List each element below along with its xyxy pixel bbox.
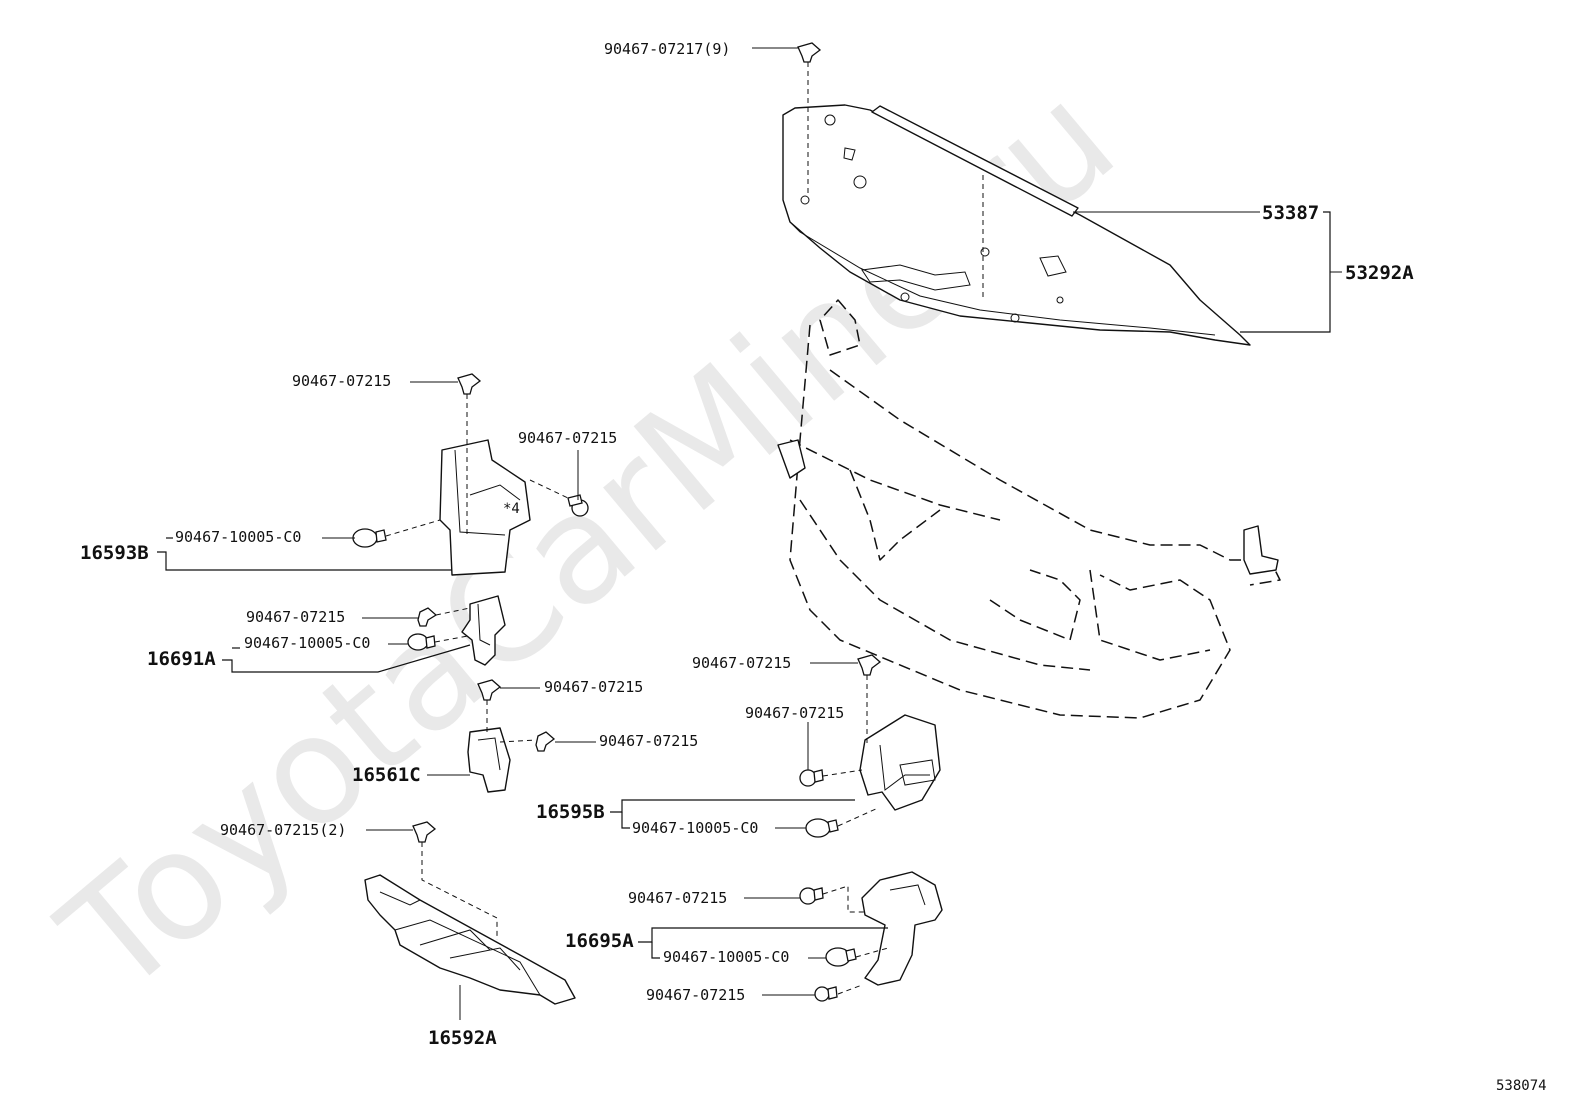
clip-icon — [814, 986, 838, 1002]
callout-90467-07215: 90467-07215 — [692, 654, 791, 672]
leader-lines — [157, 47, 1342, 1020]
clip-icon — [457, 373, 482, 395]
push-rivet-icon — [407, 633, 436, 651]
clip-icon — [417, 607, 438, 627]
callout-90467-10005-c0: 90467-10005-C0 — [175, 528, 301, 546]
air-guide-16561C — [467, 727, 511, 793]
callout-90467-07215: 90467-07215 — [544, 678, 643, 696]
lower-guide-16592A — [364, 874, 576, 1005]
callout-90467-07215-2: 90467-07215(2) — [220, 821, 346, 839]
callout-90467-07215: 90467-07215 — [246, 608, 345, 626]
callout-90467-07215: 90467-07215 — [745, 704, 844, 722]
push-rivet-icon — [352, 528, 387, 548]
clip-icon — [797, 42, 822, 63]
clip-icon — [799, 769, 824, 787]
group-label-53292a: 53292A — [1345, 262, 1414, 284]
push-rivet-icon — [805, 818, 839, 838]
clip-icon — [857, 654, 882, 676]
group-label-16593b: 16593B — [80, 542, 149, 564]
radiator-cover-panel — [782, 104, 1251, 346]
group-label-16561c: 16561C — [352, 764, 421, 786]
air-guide-16595B — [859, 714, 941, 811]
embossed-mark: *4 — [503, 501, 520, 517]
clip-icon — [412, 821, 437, 843]
group-label-16691a: 16691A — [147, 648, 216, 670]
group-label-16695a: 16695A — [565, 930, 634, 952]
clip-icon — [477, 679, 502, 701]
group-label-16592a: 16592A — [428, 1027, 497, 1049]
callout-90467-07215: 90467-07215 — [292, 372, 391, 390]
push-rivet-icon — [825, 947, 857, 967]
callout-90467-10005-c0: 90467-10005-C0 — [244, 634, 370, 652]
air-guide-16691A — [461, 595, 506, 666]
diagram-reference-number: 538074 — [1496, 1078, 1547, 1094]
clip-icon — [535, 731, 556, 752]
air-guide-16593B: *4 — [439, 439, 531, 576]
callout-90467-07217: 90467-07217(9) — [604, 40, 730, 58]
callout-90467-07215: 90467-07215 — [518, 429, 617, 447]
air-guide-16695A — [861, 871, 943, 986]
callout-90467-10005-c0: 90467-10005-C0 — [663, 948, 789, 966]
callout-90467-07215: 90467-07215 — [599, 732, 698, 750]
clip-icon — [799, 887, 824, 905]
group-label-53387: 53387 — [1262, 202, 1319, 224]
callout-90467-10005-c0: 90467-10005-C0 — [632, 819, 758, 837]
radiator-support-phantom — [777, 299, 1281, 719]
assembly-lines — [385, 62, 984, 995]
callout-90467-07215: 90467-07215 — [628, 889, 727, 907]
group-label-16595b: 16595B — [536, 801, 605, 823]
callout-90467-07215: 90467-07215 — [646, 986, 745, 1004]
